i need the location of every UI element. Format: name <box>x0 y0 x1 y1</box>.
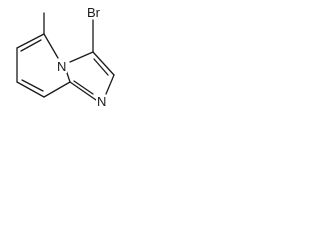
bond-c3-c2-inner <box>93 58 109 76</box>
bond-c7-c8 <box>16 81 45 98</box>
bond-c8-c8a <box>43 81 71 98</box>
bond-c5-n4 <box>43 33 59 59</box>
molecule-bonds <box>16 12 115 101</box>
bromine-atom-label: Br <box>86 5 101 20</box>
bond-c3-c2 <box>92 51 115 76</box>
bond-c5-c6 <box>16 33 45 49</box>
structure-diagram: Br N N <box>0 0 138 126</box>
bond-n1-c8a-inner <box>73 80 94 95</box>
bond-c7-c8-inner <box>21 79 44 92</box>
bond-c2-n1 <box>105 74 115 95</box>
bridgehead-nitrogen-label: N <box>56 59 68 74</box>
bond-n1-c8a <box>69 81 97 101</box>
bond-c5-c6-inner <box>20 39 42 52</box>
bond-n4-c3 <box>69 51 94 63</box>
imine-nitrogen-label: N <box>96 94 108 109</box>
